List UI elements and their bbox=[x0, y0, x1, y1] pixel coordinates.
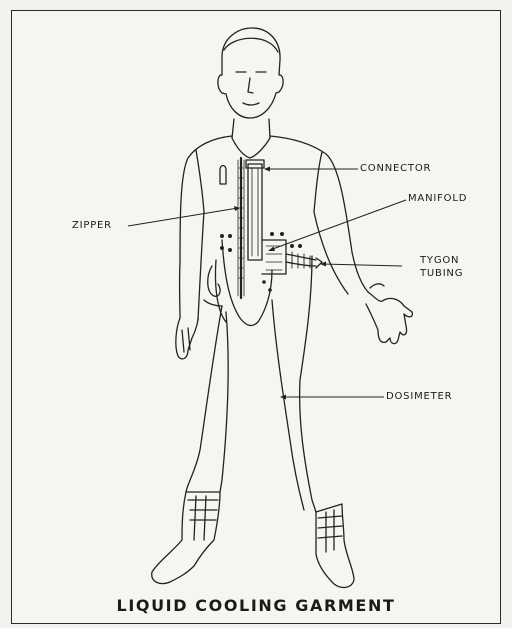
connector-label: CONNECTOR bbox=[360, 163, 431, 175]
zipper bbox=[238, 158, 244, 298]
tygon-label-line2: TUBING bbox=[420, 268, 463, 280]
manifold-leader bbox=[268, 200, 406, 251]
manifold-label: MANIFOLD bbox=[408, 193, 467, 205]
dosimeter-label: DOSIMETER bbox=[386, 391, 452, 403]
tygon-tubing bbox=[286, 252, 322, 268]
right-foot bbox=[316, 504, 354, 587]
snap-buttons bbox=[220, 232, 302, 292]
figure-caption: LIQUID COOLING GARMENT bbox=[0, 596, 512, 615]
dosimeter-leader bbox=[280, 395, 384, 400]
head bbox=[218, 28, 283, 138]
left-hand bbox=[176, 318, 198, 359]
tygon-leader bbox=[320, 262, 402, 267]
tygon-label-line1: TYGON bbox=[420, 255, 459, 267]
dosimeter-pocket bbox=[220, 166, 226, 185]
zipper-label: ZIPPER bbox=[72, 220, 112, 232]
manifold bbox=[246, 160, 286, 274]
side-tube-loop bbox=[208, 266, 220, 296]
suit-outline bbox=[180, 136, 368, 512]
left-foot bbox=[152, 492, 220, 584]
right-hand bbox=[366, 284, 412, 344]
connector-leader bbox=[264, 167, 358, 172]
zipper-leader bbox=[128, 206, 240, 226]
